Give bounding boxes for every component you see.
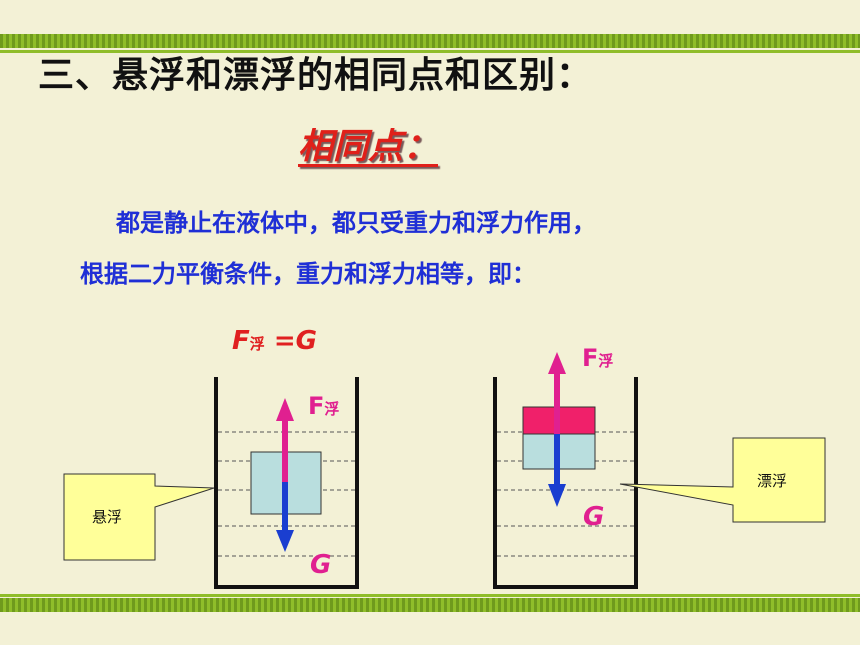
left-callout-text: 悬浮 <box>92 508 123 526</box>
bottom-decorative-band <box>0 598 860 612</box>
left-gravity-label: G <box>310 550 332 580</box>
right-buoyancy-label: F浮 <box>582 344 613 372</box>
formula-rest: =G <box>264 326 317 356</box>
equilibrium-formula: F浮 =G <box>232 326 317 356</box>
left-gravity-arrow <box>276 482 294 552</box>
right-callout-box <box>619 437 826 523</box>
bottom-decorative-line <box>0 594 860 597</box>
slide-title: 三、悬浮和漂浮的相同点和区别： <box>38 55 594 96</box>
formula-subscript: 浮 <box>249 335 265 353</box>
section-subtitle: 相同点： <box>298 127 439 167</box>
left-container <box>214 377 359 589</box>
left-buoyancy-f: F <box>308 392 325 420</box>
left-buoyancy-label: F浮 <box>308 392 339 420</box>
paragraph-line-2: 根据二力平衡条件，重力和浮力相等，即： <box>80 260 536 288</box>
right-gravity-arrow <box>548 434 566 507</box>
left-callout-box <box>63 473 215 561</box>
right-container <box>493 377 638 589</box>
right-callout-text: 漂浮 <box>757 472 788 490</box>
right-buoyancy-arrow <box>548 352 566 434</box>
left-buoyancy-arrow <box>276 398 294 482</box>
formula-f: F <box>232 326 250 356</box>
right-buoyancy-sub: 浮 <box>598 352 614 370</box>
right-gravity-label: G <box>583 502 605 532</box>
top-decorative-band <box>0 34 860 48</box>
top-decorative-line <box>0 50 860 53</box>
right-buoyancy-f: F <box>582 344 599 372</box>
left-buoyancy-sub: 浮 <box>324 400 340 418</box>
paragraph-line-1: 都是静止在液体中，都只受重力和浮力作用， <box>116 209 596 237</box>
